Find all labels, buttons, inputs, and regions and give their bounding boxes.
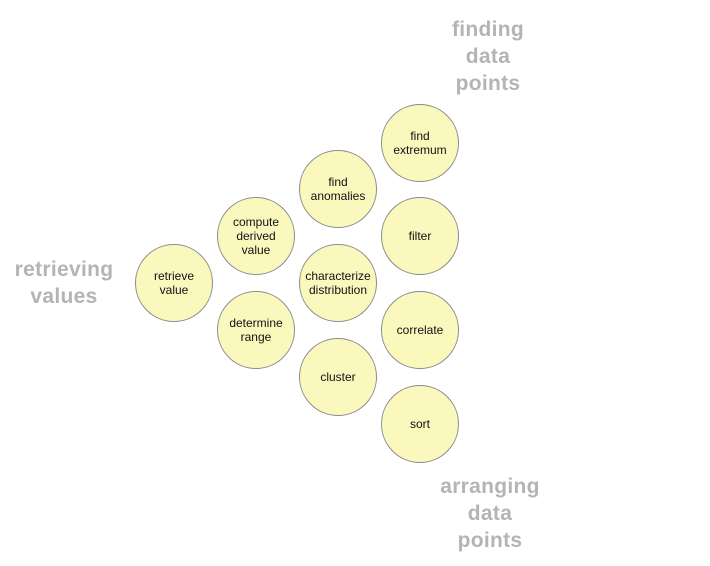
task-node-compute-derived-value: compute derived value [217, 197, 295, 275]
task-node-characterize-distribution: characterize distribution [299, 244, 377, 322]
task-node-correlate: correlate [381, 291, 459, 369]
group-label-finding-data-points: finding data points [451, 18, 525, 95]
group-label-retrieving-values: retrieving values [14, 258, 114, 308]
task-node-determine-range: determine range [217, 291, 295, 369]
task-node-cluster: cluster [299, 338, 377, 416]
group-label-arranging-data-points: arranging data points [440, 475, 540, 552]
task-node-sort: sort [381, 385, 459, 463]
task-node-find-extremum: find extremum [381, 104, 459, 182]
task-node-find-anomalies: find anomalies [299, 150, 377, 228]
task-node-filter: filter [381, 197, 459, 275]
task-node-retrieve-value: retrieve value [135, 244, 213, 322]
